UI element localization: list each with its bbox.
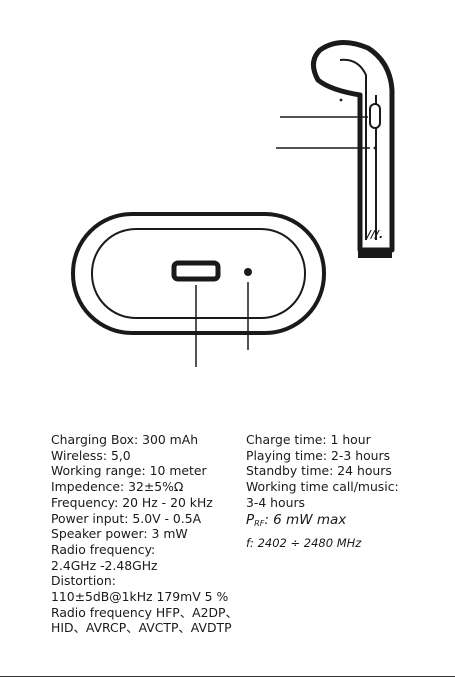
spec-line: Playing time: 2-3 hours: [246, 447, 391, 463]
spec-line: 110±5dB@1kHz 179mV 5 %: [51, 589, 229, 605]
spec-line: Wireless: 5,0: [51, 447, 131, 463]
rf-power-symbol: P: [246, 511, 255, 528]
usb-port: [171, 260, 221, 282]
product-illustration: ///.: [71, 40, 395, 367]
specs-right-column: Charge time: 1 hour Playing time: 2-3 ho…: [246, 432, 399, 553]
spec-line: Standby time: 24 hours: [246, 463, 392, 479]
rf-power-value: : 6 mW max: [264, 511, 347, 528]
spec-line: Distortion:: [51, 573, 116, 589]
bottom-divider: [0, 676, 455, 677]
rf-power-line: PRF: 6 mW max: [246, 511, 399, 533]
spec-line: Radio frequency:: [51, 541, 156, 557]
rf-power-subscript: RF: [254, 518, 265, 528]
charging-box-illustration: [71, 212, 326, 335]
earbud-mic: [373, 146, 377, 150]
spec-line: Charging Box: 300 mAh: [51, 432, 199, 447]
spec-line: Radio frequency HFP、A2DP、: [51, 604, 238, 620]
spec-line: Impedence: 32±5%Ω: [51, 479, 184, 495]
charging-led: [244, 268, 252, 276]
earbud-logo: ///.: [365, 228, 383, 241]
spec-line: Working range: 10 meter: [51, 463, 207, 479]
rf-range-line: f: 2402 ÷ 2480 MHz: [246, 535, 362, 550]
spec-line: HID、AVRCP、AVCTP、AVDTP: [51, 620, 232, 636]
spec-line: Speaker power: 3 mW: [51, 526, 188, 542]
specs-left-column: Charging Box: 300 mAh Wireless: 5,0 Work…: [51, 432, 238, 636]
earbud-illustration: ///.: [311, 40, 395, 258]
spec-line: 3-4 hours: [246, 494, 306, 510]
spec-line: Charge time: 1 hour: [246, 432, 371, 447]
spec-line: Working time call/music:: [246, 479, 399, 495]
spec-line: 2.4GHz -2.48GHz: [51, 557, 158, 573]
spec-line: Power input: 5.0V - 0.5A: [51, 510, 202, 526]
spec-line: Frequency: 20 Hz - 20 kHz: [51, 494, 213, 510]
earbud-button: [369, 103, 381, 129]
